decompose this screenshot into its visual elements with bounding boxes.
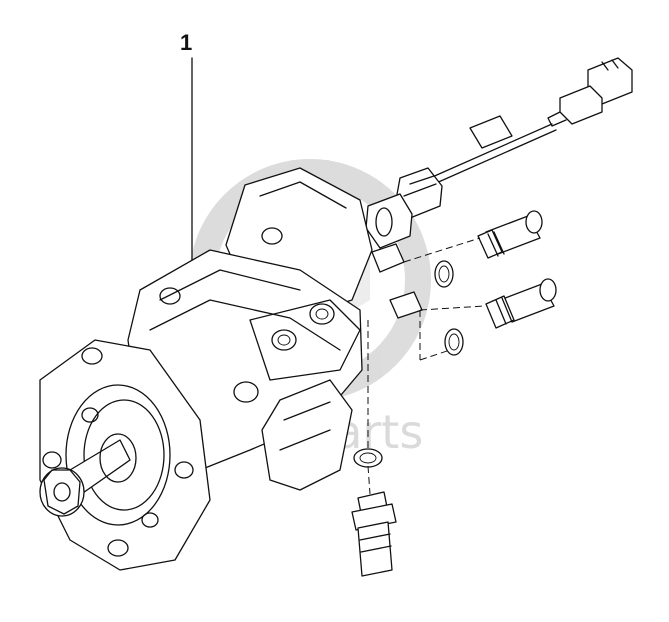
sealing-washer-lower xyxy=(444,328,464,356)
assembly-guide-lines xyxy=(367,237,485,495)
callout-label-1: 1 xyxy=(180,30,192,55)
sealing-washer-upper xyxy=(434,260,454,288)
outlet-fitting-upper xyxy=(477,210,543,259)
drive-shaft xyxy=(39,433,137,517)
electrical-connector xyxy=(429,57,633,185)
cable-tag xyxy=(469,115,513,149)
pressure-sensor xyxy=(365,167,443,249)
outlet-fitting-lower xyxy=(485,278,557,329)
inlet-fitting-bottom xyxy=(351,491,397,577)
